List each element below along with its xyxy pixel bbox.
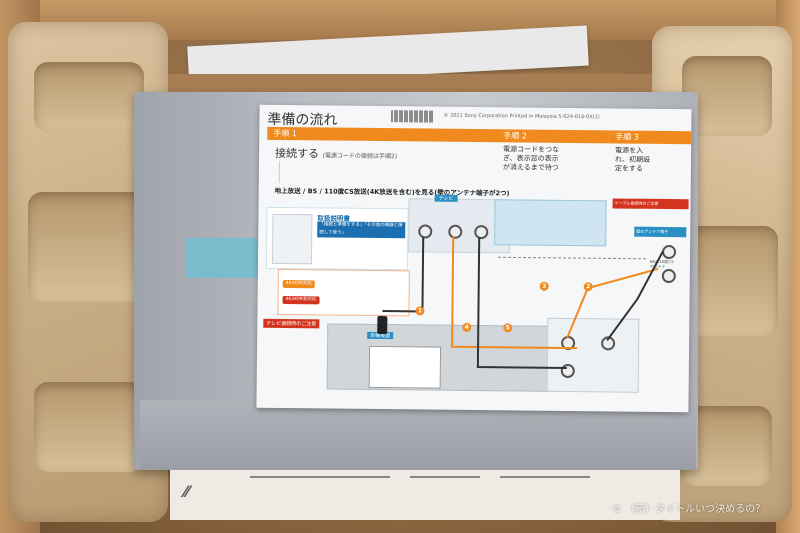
- tray-pocket: [34, 62, 144, 132]
- step-bullet: 1: [415, 306, 425, 316]
- print-line: [410, 476, 480, 478]
- print-line: [250, 476, 390, 478]
- tray-pocket: [28, 192, 148, 302]
- setup-guide-card: 準備の流れ © 2021 Sony Corporation Printed in…: [256, 104, 692, 413]
- cyan-tape: [186, 238, 258, 278]
- step-bullet: 5: [503, 323, 513, 333]
- step-bullet: 4: [462, 322, 472, 332]
- print-line: [500, 476, 590, 478]
- wall-cable-black: [606, 250, 664, 341]
- antenna-cable-black: [476, 237, 567, 369]
- step-bullet: 2: [583, 282, 593, 292]
- tray-pocket: [34, 382, 144, 472]
- print-glyph: ⁄⁄: [184, 482, 190, 501]
- sleeve-fold: [140, 400, 696, 470]
- antenna-cable-orange: [451, 236, 578, 350]
- cardboard-strip: [160, 74, 690, 94]
- dashed-line: [498, 256, 649, 260]
- cable-lines: [382, 236, 664, 369]
- hdmi-cable: [382, 236, 425, 313]
- bottom-paper: ⁄⁄: [170, 470, 680, 520]
- step-bullet: 3: [539, 281, 549, 291]
- watermark: © （新）タイトルいつ決めるの？: [612, 504, 766, 515]
- wall-cable-orange: [566, 267, 659, 339]
